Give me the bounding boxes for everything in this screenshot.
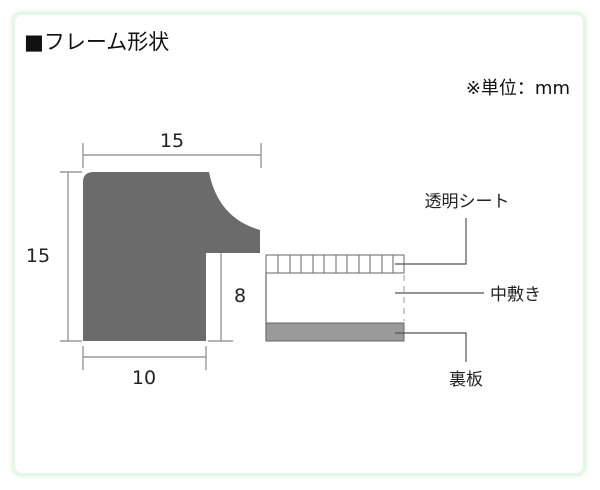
backboard xyxy=(265,322,405,342)
glass-sheet xyxy=(265,254,405,274)
left-height-label: 15 xyxy=(26,245,50,267)
glass-leader-line xyxy=(395,218,467,265)
mat-label: 中敷き xyxy=(490,285,541,305)
rabbet-dimension-line xyxy=(208,253,233,342)
backboard-leader-line xyxy=(395,332,467,362)
bottom-dimension-line xyxy=(82,346,207,370)
glass-label: 透明シート xyxy=(425,192,510,212)
rabbet-depth-label: 8 xyxy=(234,285,246,307)
section-title: ■フレーム形状 xyxy=(24,30,170,54)
left-dimension-line xyxy=(60,171,82,342)
backboard-label: 裏板 xyxy=(449,369,483,390)
unit-note: ※単位：mm xyxy=(465,78,570,99)
top-width-label: 15 xyxy=(160,130,184,152)
top-dimension-line xyxy=(82,143,262,168)
bottom-width-label: 10 xyxy=(132,367,156,389)
frame-profile xyxy=(83,172,260,341)
